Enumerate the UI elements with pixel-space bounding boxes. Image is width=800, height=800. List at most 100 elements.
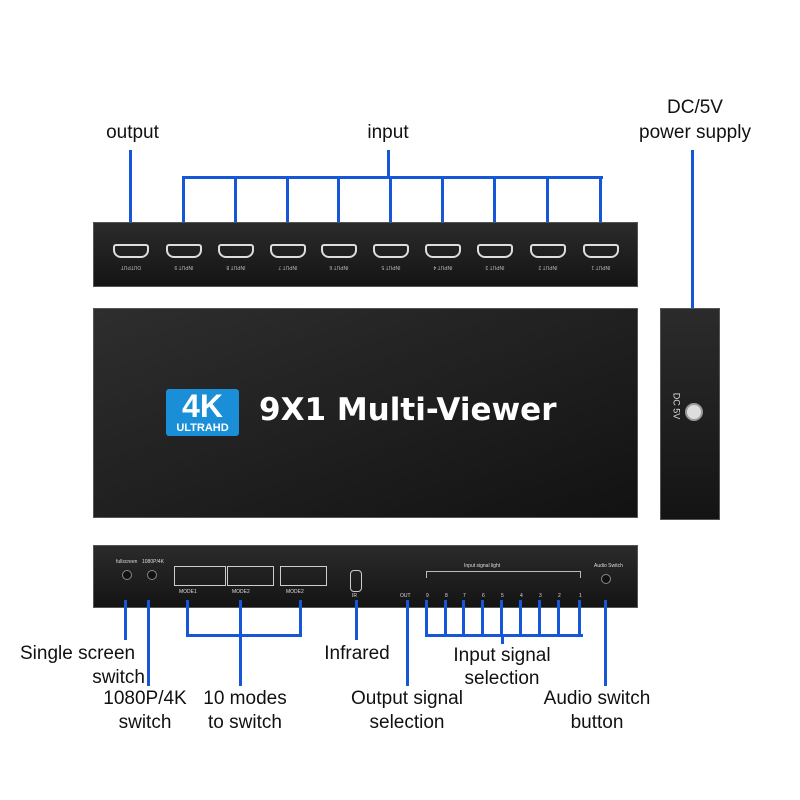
hdmi-port <box>166 244 202 258</box>
input-tick <box>546 176 549 230</box>
hdmi-port-label: INPUT 5 <box>381 264 401 270</box>
product-title: 9X1 Multi-Viewer <box>259 392 557 428</box>
input-select-tick <box>538 600 541 636</box>
hdmi-port <box>477 244 513 258</box>
input-tick <box>441 176 444 230</box>
input-select-tick <box>444 600 447 636</box>
logo-ultrahd-text: ULTRAHD <box>176 422 229 434</box>
input-number: 8 <box>445 593 448 599</box>
hdmi-port-label: INPUT 6 <box>329 264 349 270</box>
single-leader <box>124 600 127 640</box>
hdmi-port <box>218 244 254 258</box>
input-tick <box>493 176 496 230</box>
input-bracket <box>182 176 603 179</box>
input-number: 5 <box>501 593 504 599</box>
resolution-button[interactable] <box>147 570 157 580</box>
signal-light-text: Input signal light <box>464 563 501 569</box>
input-select-tick <box>500 600 503 636</box>
input-tick <box>182 176 185 230</box>
hdmi-port <box>425 244 461 258</box>
side-panel: DC 5V <box>660 308 720 520</box>
input-number: 9 <box>426 593 429 599</box>
dc-5v-text: DC 5V <box>671 392 682 420</box>
modes-label-2: to switch <box>208 712 282 733</box>
logo-4k-text: 4K <box>182 388 223 424</box>
ir-text: IR <box>352 593 357 599</box>
mode1-text: MODE1 <box>179 589 197 595</box>
outsel-label-1: Output signal <box>351 688 463 709</box>
hdmi-port <box>583 244 619 258</box>
out-leader <box>406 600 409 686</box>
hdmi-port <box>530 244 566 258</box>
back-panel: fullscreen 1080P/4K MODE1 MODE2 MODE2 IR… <box>93 545 638 608</box>
mode3-text: MODE2 <box>286 589 304 595</box>
input-select-tick <box>481 600 484 636</box>
dc-power-jack <box>685 403 703 421</box>
hdmi-port-label: INPUT 1 <box>591 264 611 270</box>
input-label: input <box>367 122 409 143</box>
res-label-2: switch <box>118 712 172 733</box>
hdmi-port <box>321 244 357 258</box>
mode1-switch[interactable] <box>174 566 226 586</box>
front-panel: 4K ULTRAHD 9X1 Multi-Viewer <box>93 308 638 518</box>
input-select-tick <box>557 600 560 636</box>
mode3-switch[interactable] <box>280 566 327 586</box>
output-label: output <box>106 122 159 143</box>
audio-label-1: Audio switch <box>543 688 651 709</box>
hdmi-port <box>113 244 149 258</box>
input-tick <box>234 176 237 230</box>
input-tick <box>599 176 602 230</box>
mode-leader-1 <box>186 600 189 636</box>
signal-light-bracket <box>426 571 581 578</box>
input-number: 4 <box>520 593 523 599</box>
input-number: 3 <box>539 593 542 599</box>
insel-label-2: selection <box>464 668 540 689</box>
input-number: 6 <box>482 593 485 599</box>
input-select-tick <box>519 600 522 636</box>
mode-leader-2 <box>239 600 242 686</box>
dc-leader <box>691 150 694 400</box>
output-leader <box>129 150 132 230</box>
ir-receiver <box>350 570 362 592</box>
mode2-switch[interactable] <box>227 566 274 586</box>
out-text: OUT <box>400 593 411 599</box>
mode-leader-3 <box>299 600 302 636</box>
audio-switch-text: Audio Switch <box>594 563 623 569</box>
input-number: 1 <box>579 593 582 599</box>
dc-label-2: power supply <box>639 122 751 143</box>
hdmi-port-label: INPUT 9 <box>174 264 194 270</box>
audio-leader <box>604 600 607 686</box>
hdmi-port <box>270 244 306 258</box>
hdmi-port <box>373 244 409 258</box>
hdmi-port-label: INPUT 2 <box>538 264 558 270</box>
res-leader <box>147 600 150 686</box>
single-label-2: switch <box>92 667 145 688</box>
mode-bracket <box>186 634 302 637</box>
fullscreen-button[interactable] <box>122 570 132 580</box>
modes-label-1: 10 modes <box>203 688 287 709</box>
input-number: 2 <box>558 593 561 599</box>
input-select-tick <box>578 600 581 636</box>
insel-label-1: Input signal <box>453 645 551 666</box>
input-tick <box>286 176 289 230</box>
input-select-leader <box>501 634 504 644</box>
audio-switch-button[interactable] <box>601 574 611 584</box>
input-select-tick <box>425 600 428 636</box>
input-number: 7 <box>463 593 466 599</box>
hdmi-port-label: INPUT 7 <box>278 264 298 270</box>
fullscreen-text: fullscreen <box>116 559 138 565</box>
hdmi-port-label: INPUT 8 <box>226 264 246 270</box>
hdmi-port-label: INPUT 4 <box>433 264 453 270</box>
input-select-bracket <box>425 634 583 637</box>
infrared-label: Infrared <box>324 643 390 664</box>
input-tick <box>337 176 340 230</box>
res-text: 1080P/4K <box>142 559 164 565</box>
input-select-tick <box>462 600 465 636</box>
input-leader <box>387 150 390 178</box>
mode2-text: MODE2 <box>232 589 250 595</box>
dc-label-1: DC/5V <box>667 97 723 118</box>
single-label-1: Single screen <box>20 643 136 664</box>
audio-label-2: button <box>570 712 624 733</box>
hdmi-port-label: INPUT 3 <box>485 264 505 270</box>
